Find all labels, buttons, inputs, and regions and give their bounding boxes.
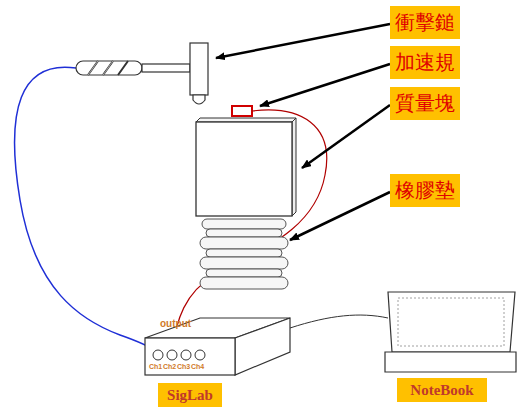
leader-arrows [216,24,390,240]
accelerometer-cable [172,110,327,352]
callout-box: 衝擊鎚 [390,6,460,39]
usb-cable [290,315,388,328]
accelerometer [232,106,252,116]
mass-block [196,118,296,216]
callout-box: 橡膠墊 [390,174,460,207]
label-text: 質量塊 [395,90,455,117]
label-text: NoteBook [410,382,473,399]
callout-box: 質量塊 [390,87,460,120]
siglab-device [145,318,290,375]
channel-label: Ch2 [163,363,176,370]
callout-box: 加速規 [390,46,460,79]
notebook-computer [385,292,516,372]
label-text: 衝擊鎚 [395,9,455,36]
impact-hammer [76,43,208,104]
channel-label: Ch4 [191,363,204,370]
rubber-pad [200,219,288,289]
device-label: NoteBook [397,378,487,402]
label-text: SigLab [167,387,213,404]
label-text: 橡膠墊 [395,177,455,204]
channel-label: Ch1 [149,363,162,370]
label-text: 加速規 [395,49,455,76]
port-label: output [160,318,191,329]
device-label: SigLab [158,383,222,407]
hammer-cable [15,67,157,352]
channel-label: Ch3 [177,363,190,370]
